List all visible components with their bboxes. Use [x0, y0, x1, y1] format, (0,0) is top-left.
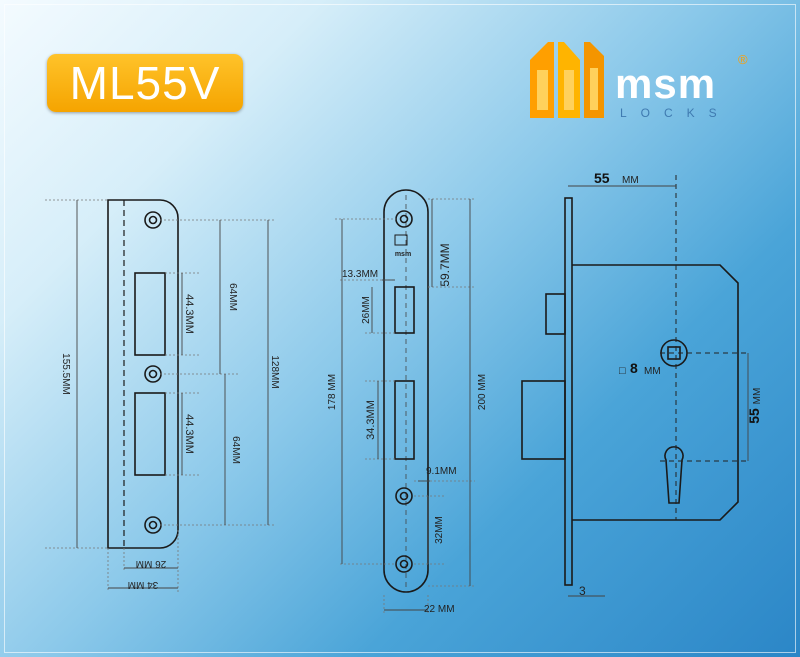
dim-faceplate-26: 26MM: [361, 296, 372, 324]
dim-faceplate-200: 200 MM: [477, 374, 488, 410]
dim-strike-height: 155.5MM: [60, 353, 71, 395]
strike-plate-outline: [107, 199, 179, 549]
dim-strike-width-34: 34 MM: [128, 579, 159, 590]
dim-faceplate-9-1: 9.1MM: [426, 466, 457, 477]
lock-case-outline: [572, 264, 739, 521]
strike-slot-upper: [134, 272, 166, 356]
lock-latch-bolt: [545, 293, 566, 335]
dim-spindle-value: 8: [630, 360, 638, 376]
dim-strike-128: 128MM: [269, 355, 280, 388]
dim-faceplate-34-3: 34.3MM: [365, 400, 377, 440]
lock-dead-bolt: [521, 380, 566, 460]
strike-slot-lower: [134, 392, 166, 476]
brand-name: msm: [615, 60, 717, 107]
dim-backset-value: 55: [594, 170, 610, 186]
dim-faceplate-32: 32MM: [434, 516, 445, 544]
dim-faceplate-13-3: 13.3MM: [342, 269, 378, 280]
dim-faceplate-22: 22 MM: [424, 604, 455, 615]
faceplate-screw-mid: [395, 487, 413, 505]
dim-spindle-unit: MM: [644, 366, 661, 377]
dim-strike-slot-2: 44.3MM: [183, 414, 195, 454]
strike-screw-middle: [144, 365, 162, 383]
faceplate: msm: [327, 189, 488, 615]
faceplate-screw-bottom: [395, 555, 413, 573]
faceplate-outline: [383, 189, 429, 593]
dim-faceplate-thickness: 3: [579, 584, 586, 598]
dim-strike-64-a: 64MM: [227, 283, 238, 311]
dim-strike-64-b: 64MM: [230, 436, 241, 464]
spindle-dim: □ 8 MM: [619, 360, 661, 377]
faceplate-logo-text: msm: [395, 251, 411, 258]
brand-subtitle: LOCKS: [620, 106, 731, 120]
dim-strike-width-26: 26 MM: [136, 558, 167, 569]
dim-faceplate-178: 178 MM: [327, 374, 338, 410]
faceplate-logo-mark: [394, 234, 408, 246]
faceplate-latch-slot: [394, 286, 415, 334]
lock-body: 55 MM □ 8 MM 55 MM 3: [521, 170, 763, 598]
strike-screw-bottom: [144, 516, 162, 534]
model-badge: ML55V: [47, 54, 243, 112]
faceplate-bolt-slot: [394, 380, 415, 460]
dim-backset-unit: MM: [622, 175, 639, 186]
dim-center-value: 55: [746, 408, 762, 424]
center-distance-dim: 55 MM: [746, 388, 763, 424]
faceplate-screw-top: [395, 210, 413, 228]
lock-faceplate-side: [564, 197, 573, 586]
registered-mark: ®: [738, 52, 748, 67]
dim-center-unit: MM: [752, 388, 763, 405]
brand-logo-mark: [530, 42, 604, 118]
strike-screw-top: [144, 211, 162, 229]
backset-dim: 55 MM: [594, 170, 639, 186]
dim-spindle-prefix: □: [619, 365, 626, 377]
dim-strike-slot-1: 44.3MM: [183, 294, 195, 334]
dim-faceplate-59-7: 59.7MM: [438, 243, 452, 286]
strike-plate: 155.5MM 44.3MM 44.3MM 64MM 64MM 128MM 26…: [45, 199, 280, 592]
